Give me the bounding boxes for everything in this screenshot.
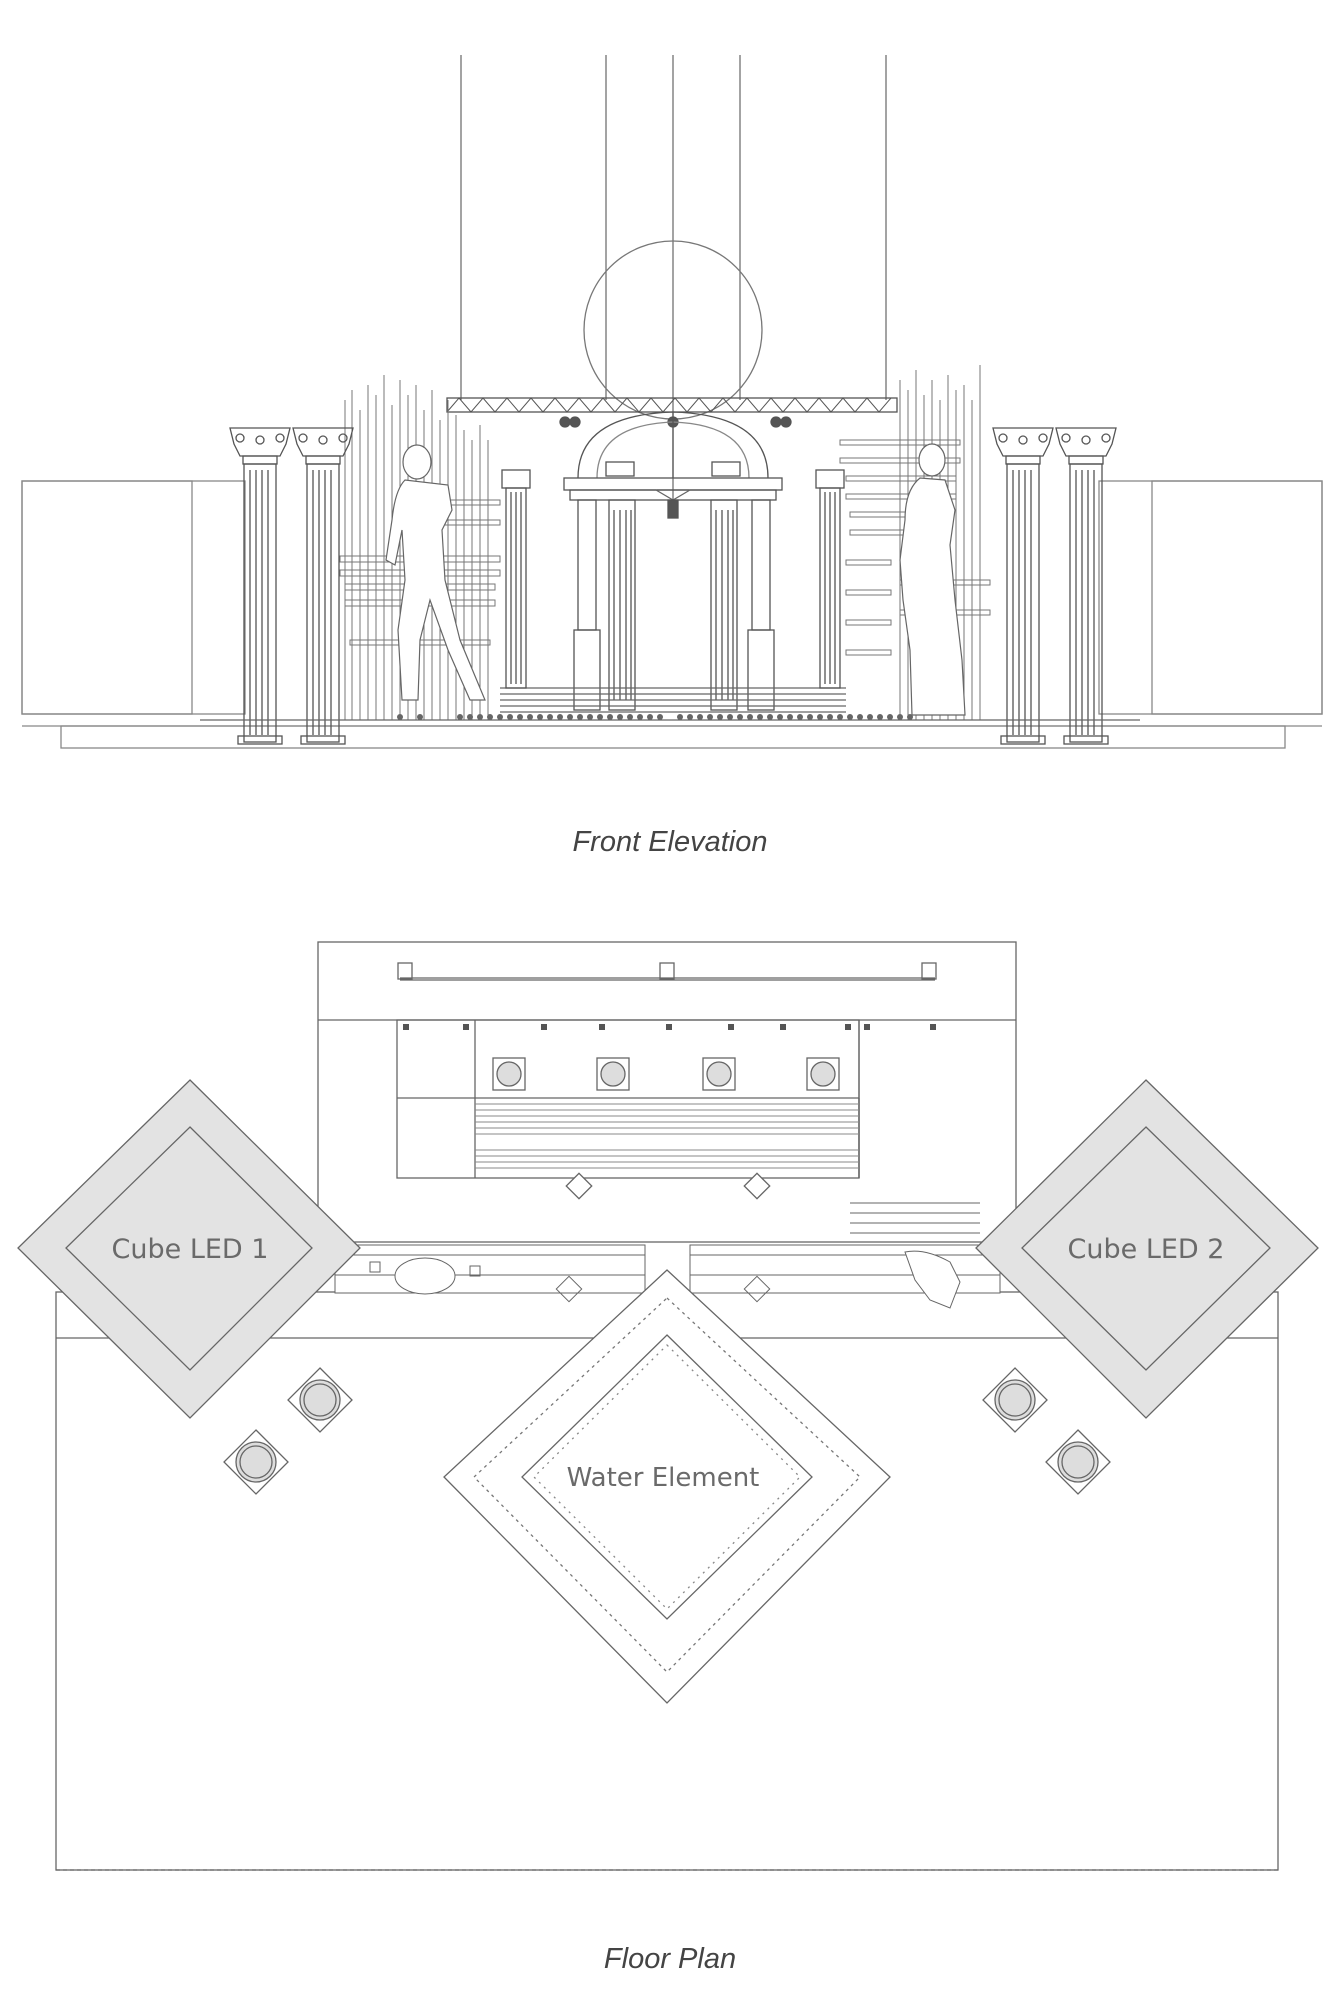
left-statue xyxy=(385,444,486,701)
floor-plan-caption: Floor Plan xyxy=(603,1943,737,1975)
floor-column-bases xyxy=(223,1367,1111,1495)
right-detail-row xyxy=(689,1202,1001,1309)
front-elevation-caption: Front Elevation xyxy=(572,826,768,858)
water-element: Water Element xyxy=(443,1269,891,1704)
water-element-label: Water Element xyxy=(567,1463,760,1493)
central-gazebo xyxy=(500,411,846,713)
left-detail-row xyxy=(334,1244,646,1303)
floor-uplights xyxy=(397,714,913,720)
cube-led-1-label: Cube LED 1 xyxy=(112,1234,269,1265)
stage-column-bases xyxy=(492,1057,840,1091)
hanging-cables xyxy=(460,55,887,500)
stage-front-fixtures xyxy=(565,1172,771,1200)
cube-led-2: Cube LED 2 xyxy=(975,1079,1319,1419)
corinthian-columns xyxy=(229,427,1117,745)
front-elevation-drawing xyxy=(21,55,1323,749)
back-columns xyxy=(501,469,845,689)
side-walls xyxy=(21,480,1323,749)
cube-led-2-label: Cube LED 2 xyxy=(1068,1234,1225,1265)
cube-led-1: Cube LED 1 xyxy=(17,1079,361,1419)
right-statue xyxy=(899,443,966,716)
floor-plan-drawing: Water Element Cube LED 1 Cube LED 2 xyxy=(17,941,1319,1871)
upper-stage xyxy=(317,941,1017,1243)
